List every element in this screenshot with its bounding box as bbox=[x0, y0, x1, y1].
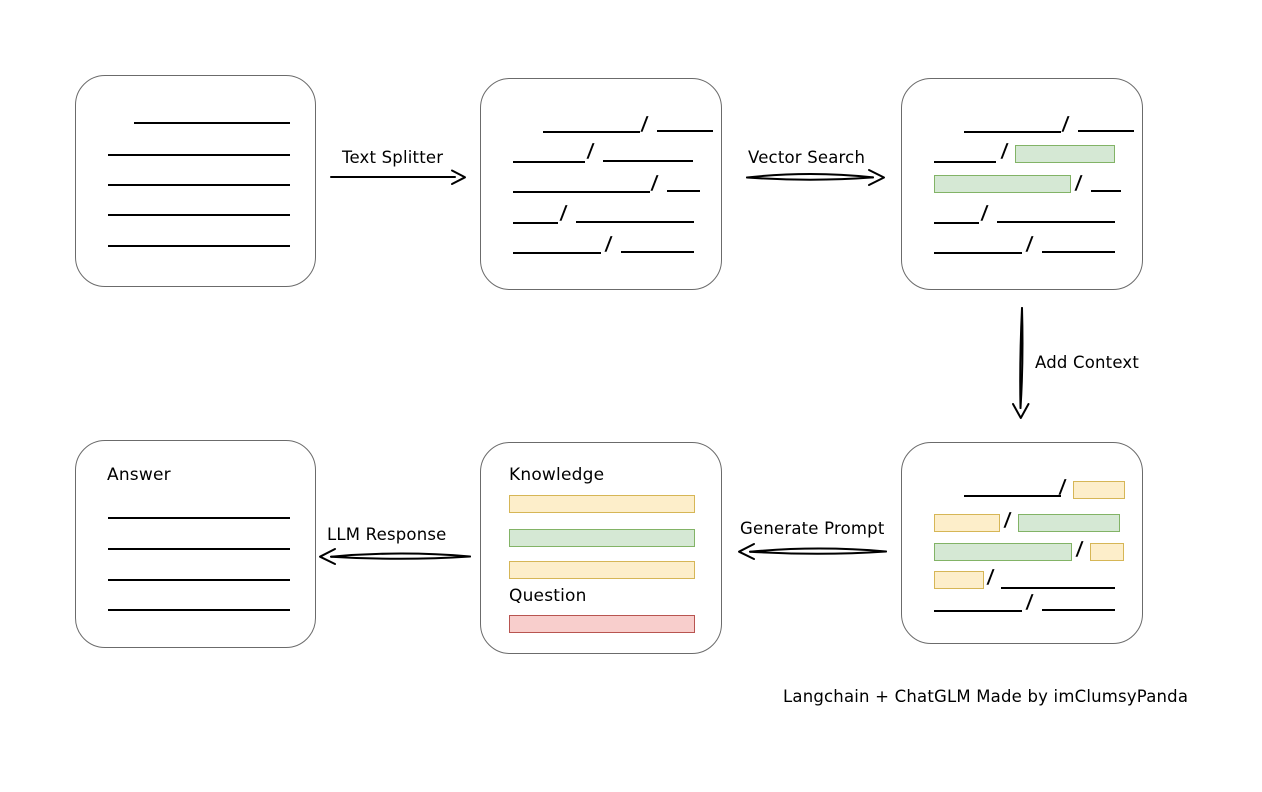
answer-line bbox=[108, 579, 290, 581]
edge-label-add-context: Add Context bbox=[1035, 353, 1140, 372]
edge-label-generate-prompt: Generate Prompt bbox=[740, 519, 885, 538]
edge-label-vector-search: Vector Search bbox=[748, 148, 866, 167]
arrow-text-splitter bbox=[330, 169, 466, 185]
document-line bbox=[964, 131, 1061, 133]
document-line bbox=[108, 245, 290, 247]
knowledge-bar bbox=[509, 529, 695, 547]
split-slash: / bbox=[986, 566, 995, 588]
document-line bbox=[603, 160, 693, 162]
arrow-llm-response bbox=[319, 548, 471, 565]
document-line bbox=[108, 154, 290, 156]
context-document-box[interactable]: / / / / / bbox=[901, 442, 1143, 644]
split-slash: / bbox=[586, 140, 595, 162]
answer-heading: Answer bbox=[107, 465, 171, 485]
context-chunk-highlight bbox=[1073, 481, 1125, 499]
knowledge-heading: Knowledge bbox=[509, 465, 605, 485]
retrieved-chunk-highlight bbox=[1015, 145, 1115, 163]
document-line bbox=[513, 191, 650, 193]
document-line bbox=[934, 161, 996, 163]
retrieved-chunk-highlight bbox=[934, 175, 1071, 193]
document-line bbox=[964, 495, 1061, 497]
document-line bbox=[621, 251, 694, 253]
arrow-vector-search bbox=[746, 169, 885, 186]
split-slash: / bbox=[980, 202, 989, 224]
source-document-box[interactable] bbox=[75, 75, 316, 287]
question-heading: Question bbox=[509, 586, 587, 606]
split-slash: / bbox=[1025, 591, 1034, 613]
document-line bbox=[108, 214, 290, 216]
document-line bbox=[108, 184, 290, 186]
split-slash: / bbox=[1075, 538, 1084, 560]
context-chunk-highlight bbox=[934, 514, 1000, 532]
document-line bbox=[134, 122, 290, 124]
document-line bbox=[1078, 130, 1134, 132]
arrow-generate-prompt bbox=[738, 543, 887, 560]
document-line bbox=[667, 190, 700, 192]
document-line bbox=[1001, 587, 1115, 589]
edge-label-llm-response: LLM Response bbox=[327, 525, 447, 544]
split-slash: / bbox=[640, 113, 649, 135]
split-slash: / bbox=[1003, 509, 1012, 531]
split-slash: / bbox=[1074, 172, 1083, 194]
document-line bbox=[1091, 190, 1121, 192]
answer-line bbox=[108, 609, 290, 611]
split-slash: / bbox=[650, 172, 659, 194]
context-chunk-highlight bbox=[934, 543, 1072, 561]
answer-line bbox=[108, 548, 290, 550]
document-line bbox=[1042, 609, 1115, 611]
footer-credit: Langchain + ChatGLM Made by imClumsyPand… bbox=[783, 687, 1189, 706]
context-chunk-highlight bbox=[1018, 514, 1120, 532]
split-slash: / bbox=[604, 233, 613, 255]
context-chunk-highlight bbox=[1090, 543, 1124, 561]
document-line bbox=[657, 130, 713, 132]
split-slash: / bbox=[1061, 113, 1070, 135]
document-line bbox=[513, 161, 585, 163]
document-line bbox=[934, 222, 979, 224]
edge-label-text-splitter: Text Splitter bbox=[342, 148, 444, 167]
answer-card-box[interactable]: Answer bbox=[75, 440, 316, 648]
answer-line bbox=[108, 517, 290, 519]
context-chunk-highlight bbox=[934, 571, 984, 589]
split-slash: / bbox=[1058, 476, 1067, 498]
document-line bbox=[513, 252, 601, 254]
document-line bbox=[934, 252, 1022, 254]
document-line bbox=[997, 221, 1115, 223]
document-line bbox=[1042, 251, 1115, 253]
split-document-box[interactable]: / / / / / bbox=[480, 78, 722, 290]
document-line bbox=[576, 221, 694, 223]
document-line bbox=[513, 222, 558, 224]
matched-document-box[interactable]: / / / / / bbox=[901, 78, 1143, 290]
question-bar bbox=[509, 615, 695, 633]
prompt-card-box[interactable]: Knowledge Question bbox=[480, 442, 722, 654]
split-slash: / bbox=[1025, 233, 1034, 255]
knowledge-bar bbox=[509, 561, 695, 579]
document-line bbox=[934, 610, 1022, 612]
split-slash: / bbox=[559, 202, 568, 224]
split-slash: / bbox=[1000, 140, 1009, 162]
document-line bbox=[543, 131, 640, 133]
arrow-add-context bbox=[1012, 307, 1030, 419]
knowledge-bar bbox=[509, 495, 695, 513]
